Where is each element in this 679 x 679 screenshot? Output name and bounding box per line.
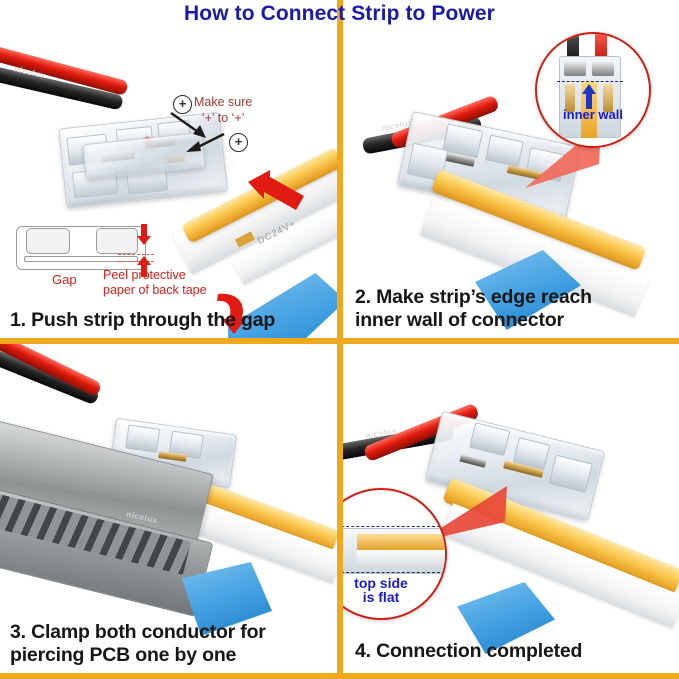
caption-step-3: 3. Clamp both conductor for piercing PCB… [10, 621, 266, 666]
gap-diagram [14, 224, 154, 286]
inner-wall-magnifier-inset: inner wall [535, 32, 651, 148]
peel-curved-arrow-icon [217, 293, 248, 334]
caption-step-1: 1. Push strip through the gap [10, 309, 276, 331]
caption-step-2: 2. Make strip’s edge reach inner wall of… [355, 286, 592, 331]
gap-arrow-down-icon [137, 224, 151, 245]
caption-step-4: 4. Connection completed [355, 640, 583, 662]
panel-step-3: nicelux 1 2 3. Clamp both conductor for … [0, 344, 337, 673]
polarity-arrow-down-icon [170, 112, 206, 138]
plus-symbol-top: + [173, 95, 192, 114]
polarity-arrow-up-icon [186, 132, 225, 152]
top-side-flat-label: top side is flat [354, 575, 408, 605]
panel-step-1: nicelux DC24V+ + [0, 28, 337, 338]
page-title: How to Connect Strip to Power [184, 2, 495, 25]
inner-wall-up-arrow-icon [582, 84, 596, 109]
grid-divider-bottom [0, 673, 679, 679]
panel-step-4: nicelux top side is flat 4. Connec [343, 344, 679, 673]
gap-arrow-up-icon [137, 256, 151, 277]
push-direction-arrow-icon [248, 170, 304, 210]
gap-label: Gap [52, 272, 77, 287]
panel-step-2: nicelux [343, 28, 679, 338]
peel-tape-note: Peel protective paper of back tape [103, 268, 207, 297]
inner-wall-label: inner wall [563, 107, 623, 122]
top-side-flat-magnifier-inset: top side is flat [343, 488, 447, 620]
grid-divider-horizontal [0, 338, 679, 344]
plus-symbol-bottom: + [229, 133, 248, 152]
polarity-note: Make sure ‘+’ to ‘+’ [194, 95, 253, 125]
